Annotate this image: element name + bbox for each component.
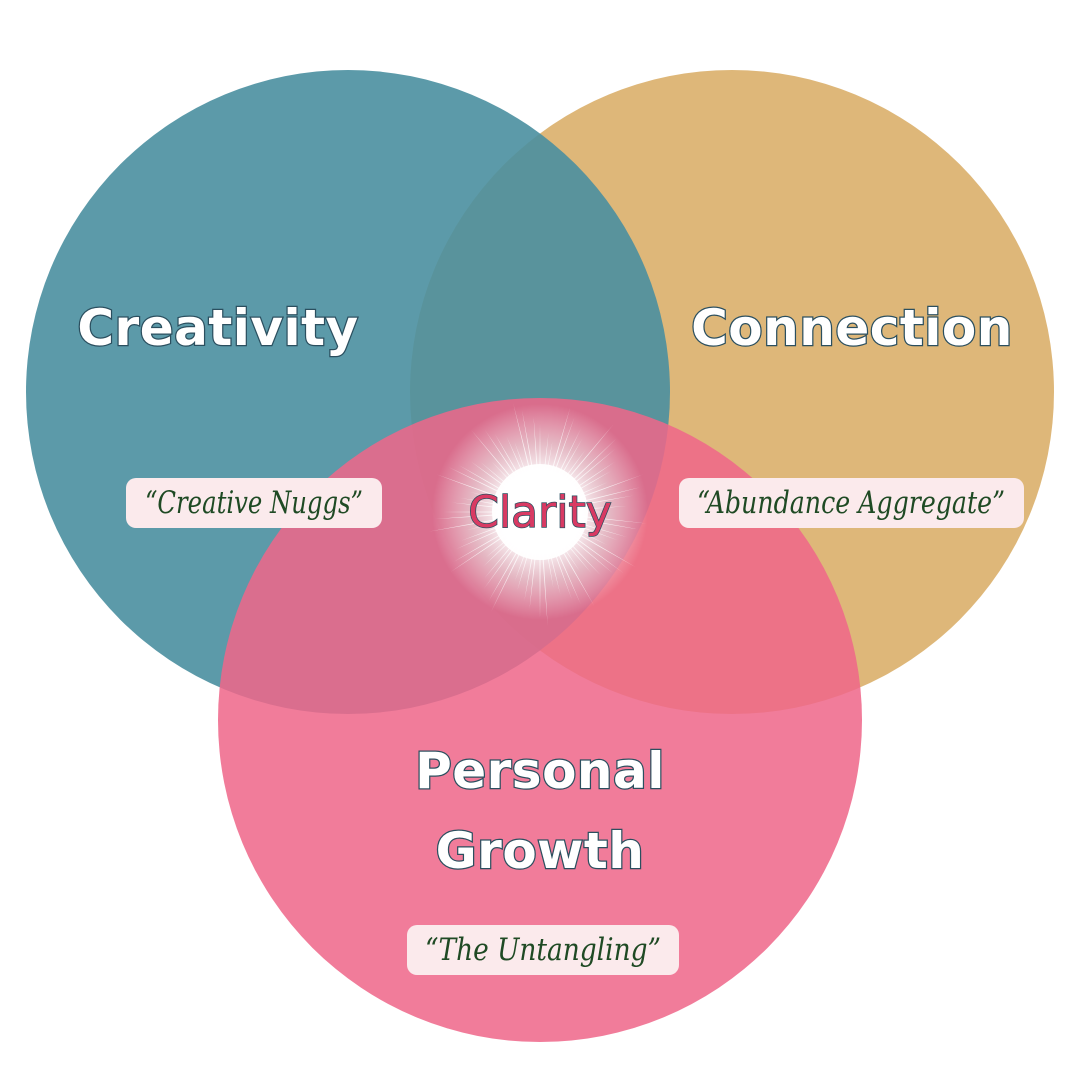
creativity-quote-box: “Creative Nuggs” xyxy=(126,478,382,528)
personal-growth-quote-box: “The Untangling” xyxy=(407,925,679,975)
connection-title: Connection xyxy=(691,299,1013,357)
personal-growth-title-line1: Personal xyxy=(415,742,665,800)
creativity-quote: “Creative Nuggs” xyxy=(145,485,363,521)
creativity-title: Creativity xyxy=(77,299,358,357)
connection-quote-box: “Abundance Aggregate” xyxy=(679,478,1024,528)
clarity-label: Clarity xyxy=(468,487,612,538)
personal-growth-quote: “The Untangling” xyxy=(425,932,661,968)
connection-quote: “Abundance Aggregate” xyxy=(697,485,1005,521)
personal-growth-title-line2: Growth xyxy=(436,822,645,880)
